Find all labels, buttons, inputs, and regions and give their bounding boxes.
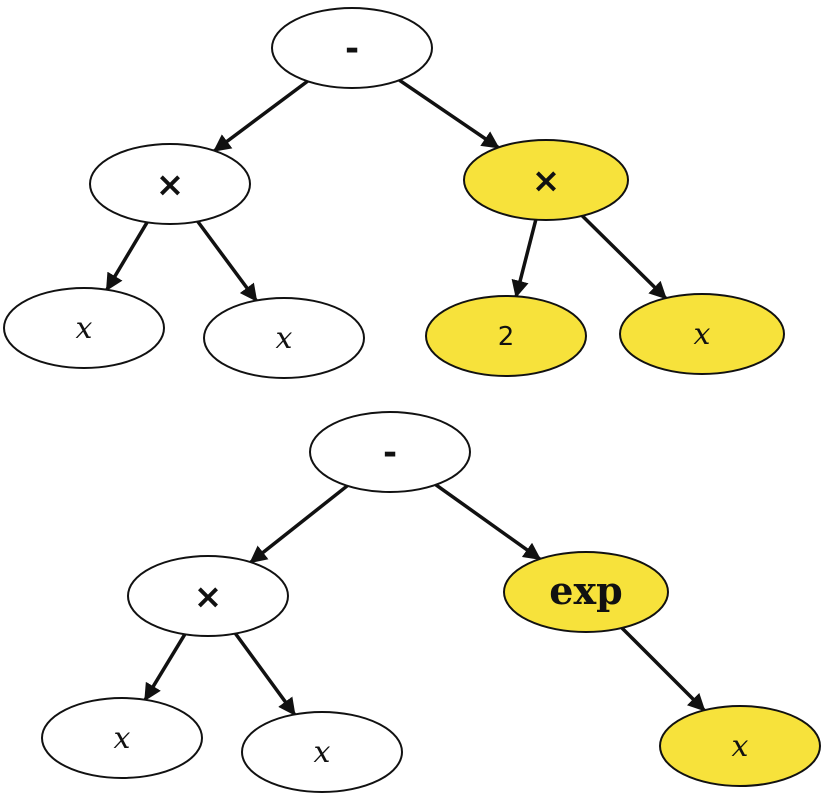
node-ellipse <box>309 411 471 493</box>
tree-bottom: - × exp x x x <box>41 411 821 793</box>
node-ellipse <box>127 555 289 637</box>
node-t2-x2: x <box>241 711 403 793</box>
edge-t1-mul-right-to-t1-x3 <box>581 214 667 300</box>
nodes-layer: - × × x x 2 x - × exp x x x <box>3 7 821 793</box>
node-ellipse <box>241 711 403 793</box>
edge-t1-mul-left-to-t1-x2 <box>196 220 258 302</box>
node-label: - <box>345 29 359 69</box>
tree-top-edges <box>105 78 667 302</box>
node-label: - <box>383 433 397 473</box>
tree-bottom-edges <box>143 483 706 716</box>
edge-t1-root-to-t1-mul-left <box>213 79 309 153</box>
node-label: x <box>694 317 711 352</box>
edge-t2-mul-to-t2-x1 <box>143 633 187 702</box>
node-t1-x1: x <box>3 287 165 369</box>
node-t2-x1: x <box>41 697 203 779</box>
edge-t1-mul-left-to-t1-x1 <box>105 221 149 292</box>
node-t1-mul-right: × <box>463 139 629 221</box>
node-label: x <box>114 721 131 756</box>
node-label: × <box>156 165 185 205</box>
node-label: × <box>532 161 561 201</box>
edge-t2-root-to-t2-mul <box>249 484 349 564</box>
node-t1-x3: x <box>619 293 785 375</box>
node-ellipse <box>503 551 669 633</box>
node-label: x <box>314 735 331 770</box>
node-t1-mul-left: × <box>89 143 251 225</box>
node-label: exp <box>549 568 622 613</box>
node-ellipse <box>41 697 203 779</box>
edge-t2-mul-to-t2-x2 <box>234 632 296 716</box>
edge-t1-mul-right-to-t1-two <box>511 219 538 299</box>
node-ellipse <box>463 139 629 221</box>
node-label: x <box>76 311 93 346</box>
node-ellipse <box>89 143 251 225</box>
node-ellipse <box>619 293 785 375</box>
node-label: x <box>732 729 749 764</box>
edge-t2-exp-to-t2-x3 <box>620 626 706 712</box>
node-ellipse <box>659 705 821 787</box>
node-t1-two: 2 <box>425 295 587 377</box>
node-ellipse <box>271 7 433 89</box>
tree-top: - × × x x 2 x <box>3 7 785 379</box>
node-t2-exp: exp <box>503 551 669 633</box>
node-t2-x3: x <box>659 705 821 787</box>
node-ellipse <box>203 297 365 379</box>
node-ellipse <box>425 295 587 377</box>
node-t1-x2: x <box>203 297 365 379</box>
node-label: × <box>194 577 223 617</box>
node-label: x <box>276 321 293 356</box>
edges-layer <box>105 78 706 716</box>
node-t2-root: - <box>309 411 471 493</box>
node-t1-root: - <box>271 7 433 89</box>
node-t2-mul: × <box>127 555 289 637</box>
node-ellipse <box>3 287 165 369</box>
node-label: 2 <box>498 322 515 352</box>
edge-t1-root-to-t1-mul-right <box>398 78 500 149</box>
edge-t2-root-to-t2-exp <box>434 483 542 561</box>
